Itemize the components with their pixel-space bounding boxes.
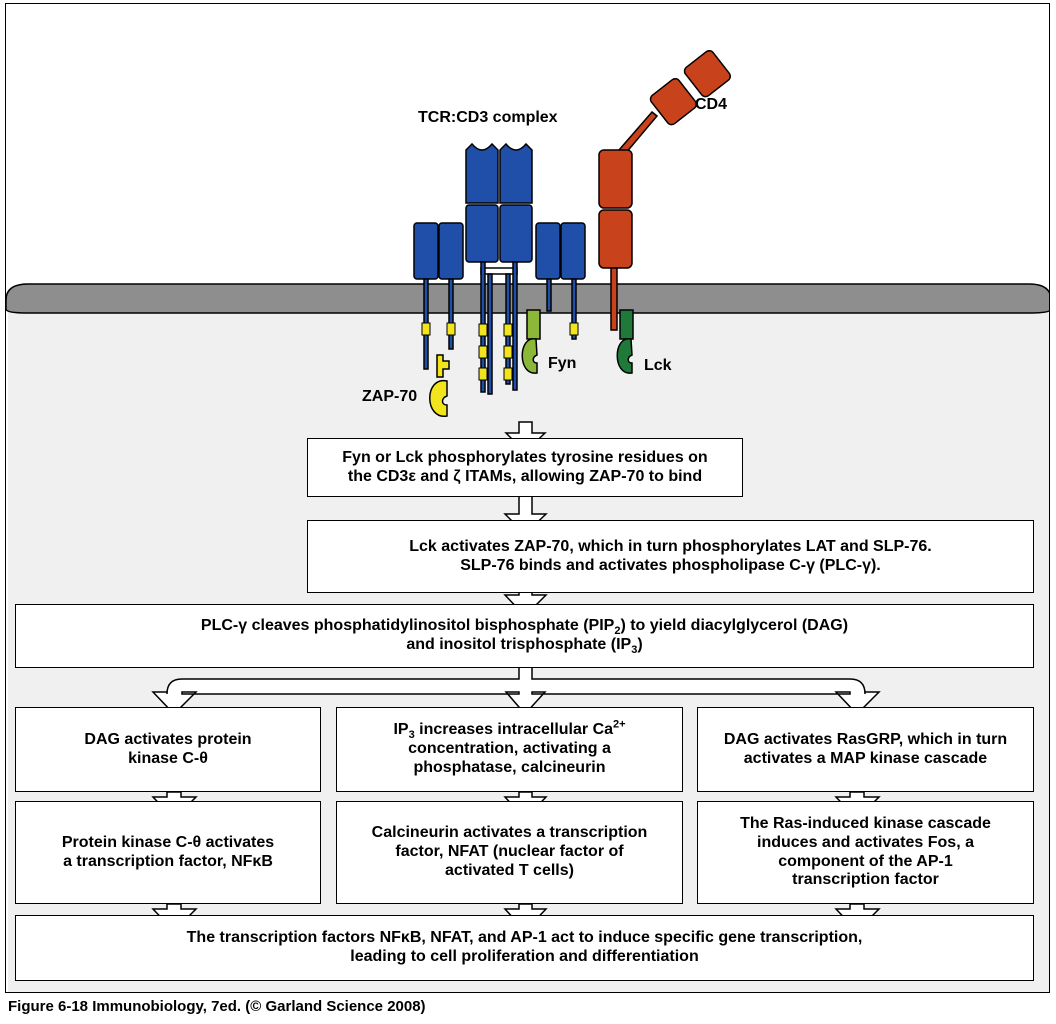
final-line2: leading to cell proliferation and differ… xyxy=(350,948,699,965)
fyn-kinase xyxy=(521,309,541,374)
zeta-dimer-bar xyxy=(480,267,518,275)
final-line1: The transcription factors NFκB, NFAT, an… xyxy=(186,929,863,947)
itam xyxy=(503,345,513,359)
ip3-calcium-box: IP3 increases intracellular Ca2+ concent… xyxy=(336,707,683,792)
nfat-line2: factor, NFAT (nuclear factor of xyxy=(395,843,624,861)
pkc-nfkb-line2: a transcription factor, NFκB xyxy=(63,852,273,870)
dag-rasgrp-box: DAG activates RasGRP, which in turn acti… xyxy=(697,707,1034,792)
itam xyxy=(503,367,513,381)
ip3-line3: phosphatase, calcineurin xyxy=(413,758,606,776)
cd4-coreceptor xyxy=(598,50,731,331)
tcr-cd3-complex xyxy=(413,142,586,395)
tcr-cd3-label: TCR:CD3 complex xyxy=(418,109,558,126)
itam xyxy=(478,323,488,337)
rasgrp-line2: activates a MAP kinase cascade xyxy=(743,749,988,767)
nfat-line3: activated T cells) xyxy=(445,861,574,879)
fyn-label: Fyn xyxy=(548,355,577,372)
step2-line1: Lck activates ZAP-70, which in turn phos… xyxy=(409,537,932,555)
pkc-nfkb-line1: Protein kinase C-θ activates xyxy=(61,833,275,851)
itam xyxy=(446,322,456,336)
step1-line1: Fyn or Lck phosphorylates tyrosine resid… xyxy=(342,448,708,466)
cd4-d3 xyxy=(598,149,633,209)
tcr-alpha-c-domain xyxy=(465,204,499,263)
cell-membrane xyxy=(6,283,1049,314)
zap70-kinase xyxy=(429,354,450,417)
tcr-alpha-v-domain xyxy=(465,142,499,204)
tcr-beta-v-domain xyxy=(499,142,533,204)
cd4-d1 xyxy=(683,50,731,98)
step3-line1: PLC-γ cleaves phosphatidylinositol bisph… xyxy=(200,617,849,638)
cd4-d4 xyxy=(598,209,633,269)
cd3-left-domain-b xyxy=(438,222,464,280)
cd4-d2 xyxy=(649,78,697,126)
itam xyxy=(478,367,488,381)
itam xyxy=(503,323,513,337)
fos-line3: component of the AP-1 xyxy=(778,852,953,870)
dag-pkc-box: DAG activates protein kinase C-θ xyxy=(15,707,321,792)
cd4-hinge xyxy=(617,110,659,155)
final-outcome-box: The transcription factors NFκB, NFAT, an… xyxy=(15,915,1034,981)
dag-pkc-line1: DAG activates protein xyxy=(84,730,252,748)
step3-line2: and inositol trisphosphate (IP3) xyxy=(406,636,643,657)
fos-line4: transcription factor xyxy=(792,871,939,889)
zap70-label: ZAP-70 xyxy=(362,388,418,405)
fos-line2: induces and activates Fos, a xyxy=(757,833,974,851)
lck-label: Lck xyxy=(644,357,672,374)
step1-line2: the CD3ε and ζ ITAMs, allowing ZAP-70 to… xyxy=(347,467,703,485)
ip3-line2: concentration, activating a xyxy=(408,740,611,758)
branch-arrows xyxy=(151,666,881,716)
itam xyxy=(478,345,488,359)
dag-pkc-line2: kinase C-θ xyxy=(128,749,208,767)
tcr-beta-c-domain xyxy=(499,204,533,263)
fos-line1: The Ras-induced kinase cascade xyxy=(740,815,991,833)
cd3-left-domain-a xyxy=(413,222,439,280)
ip3-line1: IP3 increases intracellular Ca2+ xyxy=(393,719,626,742)
cd4-tail xyxy=(610,267,618,331)
cd3-right-domain-b xyxy=(560,222,586,280)
itam xyxy=(421,322,431,336)
calcineurin-nfat-box: Calcineurin activates a transcription fa… xyxy=(336,801,683,904)
pkc-nfkb-box: Protein kinase C-θ activates a transcrip… xyxy=(15,801,321,904)
step2-box: Lck activates ZAP-70, which in turn phos… xyxy=(307,520,1034,593)
ras-fos-box: The Ras-induced kinase cascade induces a… xyxy=(697,801,1034,904)
step1-box: Fyn or Lck phosphorylates tyrosine resid… xyxy=(307,438,743,497)
step3-box: PLC-γ cleaves phosphatidylinositol bisph… xyxy=(15,604,1034,668)
cd3-right-domain-a xyxy=(535,222,561,280)
rasgrp-line1: DAG activates RasGRP, which in turn xyxy=(723,730,1008,748)
nfat-line1: Calcineurin activates a transcription xyxy=(371,824,648,842)
lck-kinase xyxy=(616,309,634,374)
figure-caption: Figure 6-18 Immunobiology, 7ed. (© Garla… xyxy=(8,998,426,1015)
step2-line2: SLP-76 binds and activates phospholipase… xyxy=(460,556,881,574)
figure-frame: TCR:CD3 complex CD4 Fyn Lck ZAP-70 Fyn o… xyxy=(5,3,1050,993)
cd4-label: CD4 xyxy=(695,96,728,113)
itam xyxy=(569,322,579,336)
